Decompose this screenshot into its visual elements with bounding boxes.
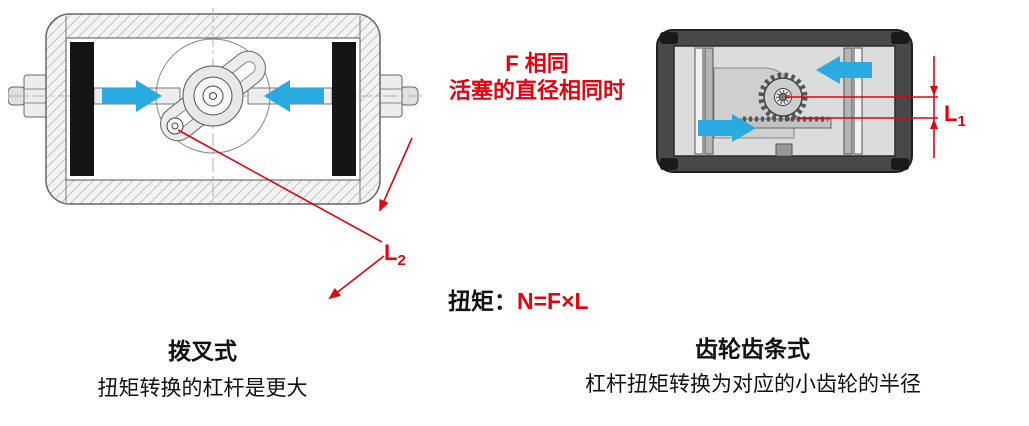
l1-label: L1 xyxy=(944,101,966,130)
torque-formula-label: 扭矩： xyxy=(448,288,517,314)
l2-label: L2 xyxy=(384,240,406,269)
l2-dimension-arrow-lower xyxy=(328,255,385,300)
lever-arm-annotation-l2 xyxy=(177,129,413,300)
right-piston xyxy=(332,42,356,176)
left-rod-end xyxy=(8,74,49,118)
scotch-yoke-actuator-drawing: L2 xyxy=(8,8,422,300)
bottom-port xyxy=(775,143,793,157)
condition-line-1: F 相同 xyxy=(505,51,569,76)
torque-formula-value: N=F×L xyxy=(517,288,589,314)
housing-corner-caps xyxy=(660,32,909,170)
left-actuator-caption: 扭矩转换的杠杆是更大 xyxy=(97,377,308,400)
condition-note: F 相同 活塞的直径相同时 xyxy=(424,50,650,104)
piston-force-arrow-left xyxy=(102,80,162,112)
l2-leader-line xyxy=(177,129,383,243)
right-actuator-title: 齿轮齿条式 xyxy=(695,336,810,362)
piston-force-arrow-top xyxy=(816,56,872,84)
left-piston xyxy=(70,42,94,176)
left-actuator-title: 拨叉式 xyxy=(168,338,237,364)
yoke-hub xyxy=(182,65,244,127)
right-actuator-caption: 杠杆扭矩转换为对应的小齿轮的半径 xyxy=(585,373,921,396)
piston-force-arrow-bottom xyxy=(698,114,756,142)
rack-pinion-actuator-drawing: L1 xyxy=(656,29,966,173)
piston-force-arrow-right xyxy=(264,80,324,112)
torque-formula: 扭矩：N=F×L xyxy=(448,282,589,316)
l1-dimension-arrowheads xyxy=(930,86,938,129)
right-piston xyxy=(843,47,863,155)
l2-dimension-arrow-upper xyxy=(379,137,413,212)
left-piston xyxy=(694,47,714,155)
pinion-radius-annotation-l1 xyxy=(785,56,938,158)
condition-line-2: 活塞的直径相同时 xyxy=(448,78,625,103)
